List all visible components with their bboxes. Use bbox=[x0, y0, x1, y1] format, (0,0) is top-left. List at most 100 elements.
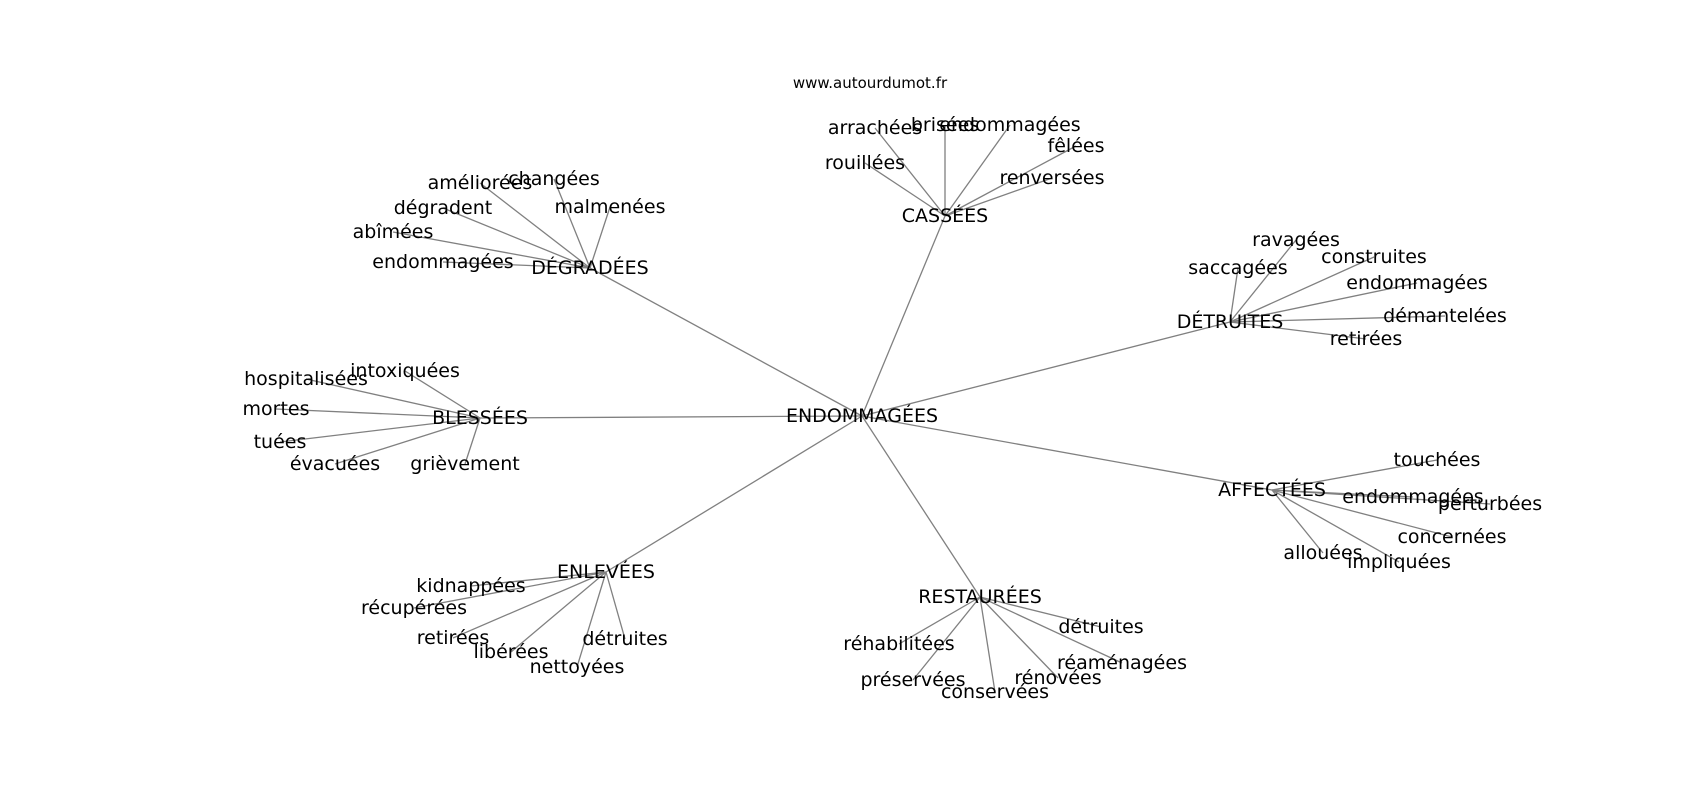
leaf-node[interactable]: impliquées bbox=[1347, 551, 1451, 573]
hub-node-affectees[interactable]: AFFECTÉES bbox=[1218, 478, 1326, 501]
leaf-node[interactable]: fêlées bbox=[1048, 135, 1105, 157]
leaf-node[interactable]: grièvement bbox=[410, 453, 519, 475]
edge-affectees-leaf bbox=[1271, 489, 1324, 554]
edge-affectees-leaf bbox=[1271, 489, 1453, 538]
edge-affectees-leaf bbox=[1271, 459, 1438, 491]
edge-cassees-leaf bbox=[944, 177, 1053, 217]
source-watermark: www.autourdumot.fr bbox=[793, 74, 948, 92]
edge-restaurees-leaf bbox=[912, 596, 981, 681]
leaf-node[interactable]: tuées bbox=[254, 431, 307, 453]
edge-enlevees-leaf bbox=[576, 571, 607, 668]
edge-blessees-leaf bbox=[279, 417, 481, 443]
leaf-node[interactable]: endommagées bbox=[372, 251, 513, 273]
leaf-node[interactable]: perturbées bbox=[1438, 493, 1542, 515]
leaf-node[interactable]: kidnappées bbox=[416, 575, 525, 597]
hub-node-cassees[interactable]: CASSÉES bbox=[902, 204, 988, 227]
edge-enlevees-leaf bbox=[510, 571, 607, 653]
leaf-node[interactable]: changées bbox=[508, 168, 600, 190]
leaf-node[interactable]: détruites bbox=[582, 628, 667, 650]
edge-detruites-leaf bbox=[1229, 239, 1297, 323]
edge-enlevees-leaf bbox=[470, 571, 607, 587]
leaf-node[interactable]: libérées bbox=[474, 641, 549, 663]
leaf-node[interactable]: endommagées bbox=[939, 114, 1080, 136]
edge-detruites-leaf bbox=[1229, 315, 1446, 323]
leaf-node[interactable]: nettoyées bbox=[530, 656, 625, 678]
leaf-node[interactable]: intoxiquées bbox=[350, 360, 460, 382]
hub-node-degradees[interactable]: DÉGRADÉES bbox=[531, 256, 649, 279]
hub-node-detruites[interactable]: DÉTRUITES bbox=[1177, 310, 1284, 333]
edge-degradees-leaf bbox=[442, 261, 591, 269]
edge-blessees-leaf bbox=[334, 417, 481, 465]
leaf-node[interactable]: rénovées bbox=[1014, 667, 1101, 689]
leaf-node[interactable]: évacuées bbox=[290, 453, 380, 475]
edge-detruites-leaf bbox=[1229, 321, 1367, 340]
edge-degradees-leaf bbox=[479, 182, 591, 269]
edge-cassees-leaf bbox=[864, 162, 946, 217]
edge-center-blessees bbox=[479, 415, 863, 419]
edge-degradees-leaf bbox=[392, 231, 591, 269]
edge-degradees-leaf bbox=[589, 206, 611, 269]
leaf-node[interactable]: abîmées bbox=[353, 221, 434, 243]
leaf-node[interactable]: réhabilitées bbox=[843, 633, 954, 655]
edge-restaurees-leaf bbox=[979, 596, 1123, 664]
edge-center-enlevees bbox=[605, 415, 863, 573]
edge-blessees-leaf bbox=[404, 370, 481, 419]
leaf-node[interactable]: récupérées bbox=[361, 597, 467, 619]
edge-cassees-leaf bbox=[944, 145, 1077, 217]
edge-blessees-leaf bbox=[464, 417, 481, 465]
hub-node-enlevees[interactable]: ENLEVÉES bbox=[557, 560, 655, 583]
leaf-node[interactable]: concernées bbox=[1397, 526, 1506, 548]
leaf-node[interactable]: hospitalisées bbox=[244, 368, 368, 390]
leaf-node[interactable]: arrachées bbox=[828, 117, 922, 139]
leaf-node[interactable]: allouées bbox=[1283, 542, 1362, 564]
edge-restaurees-leaf bbox=[979, 596, 1059, 679]
edge-detruites-leaf bbox=[1229, 267, 1239, 323]
edge-center-degradees bbox=[589, 267, 863, 417]
leaf-node[interactable]: retirées bbox=[1330, 328, 1402, 350]
leaf-node[interactable]: construites bbox=[1321, 246, 1427, 268]
edge-cassees-leaf bbox=[944, 124, 1011, 217]
edge-center-affectees bbox=[861, 415, 1273, 491]
leaf-node[interactable]: améliorées bbox=[428, 172, 533, 194]
leaf-node[interactable]: conservées bbox=[941, 681, 1049, 703]
leaf-node[interactable]: endommagées bbox=[1346, 272, 1487, 294]
leaf-node[interactable]: saccagées bbox=[1188, 257, 1287, 279]
edge-center-detruites bbox=[861, 321, 1231, 417]
edge-detruites-leaf bbox=[1229, 256, 1375, 323]
edge-enlevees-leaf bbox=[452, 571, 607, 639]
leaf-node[interactable]: retirées bbox=[417, 627, 489, 649]
edge-degradees-leaf bbox=[553, 178, 591, 269]
edge-restaurees-leaf bbox=[979, 596, 1102, 628]
leaf-node[interactable]: renversées bbox=[999, 167, 1104, 189]
leaf-node[interactable]: préservées bbox=[860, 669, 965, 691]
leaf-node[interactable]: réaménagées bbox=[1057, 652, 1187, 674]
edge-blessees-leaf bbox=[275, 408, 481, 419]
hub-node-restaurees[interactable]: RESTAURÉES bbox=[918, 585, 1042, 608]
leaf-node[interactable]: rouillées bbox=[825, 152, 905, 174]
center-node-label[interactable]: ENDOMMAGÉES bbox=[786, 404, 938, 427]
edge-blessees-leaf bbox=[305, 378, 481, 419]
leaf-node[interactable]: démantelées bbox=[1383, 305, 1507, 327]
edge-affectees-leaf bbox=[1271, 489, 1400, 563]
edge-center-cassees bbox=[861, 215, 946, 417]
leaf-node[interactable]: endommagées bbox=[1342, 486, 1483, 508]
edge-enlevees-leaf bbox=[605, 571, 626, 640]
leaf-node[interactable]: brisées bbox=[911, 114, 979, 136]
edge-center-restaurees bbox=[861, 415, 981, 598]
leaf-node[interactable]: ravagées bbox=[1252, 229, 1340, 251]
edge-restaurees-leaf bbox=[898, 596, 981, 645]
edge-cassees-leaf bbox=[874, 127, 946, 217]
leaf-node[interactable]: malmenées bbox=[555, 196, 666, 218]
leaf-node[interactable]: touchées bbox=[1394, 449, 1481, 471]
leaf-node[interactable]: détruites bbox=[1058, 616, 1143, 638]
edge-detruites-leaf bbox=[1229, 282, 1418, 323]
edge-degradees-leaf bbox=[442, 207, 591, 269]
edge-restaurees-leaf bbox=[979, 596, 996, 693]
leaf-node[interactable]: dégradent bbox=[394, 197, 493, 219]
leaf-node[interactable]: mortes bbox=[243, 398, 310, 420]
hub-node-blessees[interactable]: BLESSÉES bbox=[432, 406, 528, 429]
edge-affectees-leaf bbox=[1271, 489, 1491, 505]
edge-enlevees-leaf bbox=[413, 571, 607, 609]
